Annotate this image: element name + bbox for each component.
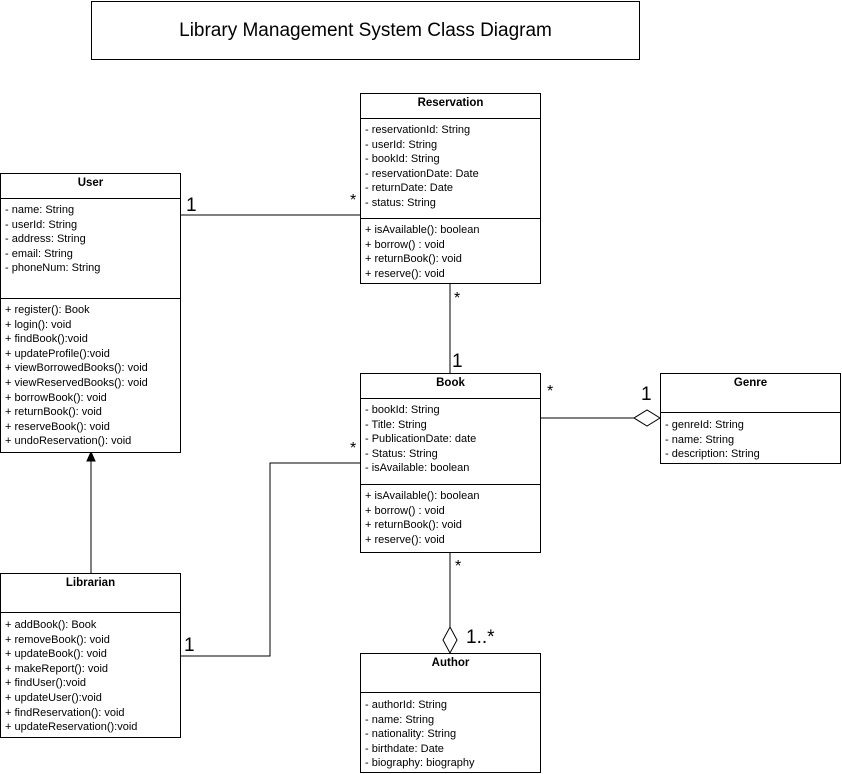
method-row: + findUser():void [5, 677, 87, 690]
attribute-row: - phoneNum: String [5, 262, 101, 275]
method-row: + returnBook(): void [365, 253, 462, 266]
attribute-row: - reservationDate: Date [365, 167, 479, 180]
multiplicity-book-genre-book: * [547, 383, 554, 400]
methods-section: + addBook(): Book + removeBook(): void +… [1, 613, 180, 735]
class-user[interactable]: User - name: String - userId: String - a… [0, 173, 181, 453]
method-row: + removeBook(): void [5, 633, 110, 646]
multiplicity-book-genre-genre: 1 [641, 384, 652, 405]
members-section: - authorId: String - name: String - nati… [361, 693, 540, 771]
attributes-section: - reservationId: String - userId: String… [361, 119, 540, 218]
class-name: Reservation [361, 94, 540, 119]
class-genre[interactable]: Genre - genreId: String - name: String -… [660, 373, 841, 464]
method-row: + viewBorrowedBooks(): void [5, 362, 148, 375]
class-name: Book [361, 374, 540, 399]
method-row: + borrow() : void [365, 238, 445, 251]
method-row: + reserve(): void [365, 533, 445, 546]
attribute-row: - bookId: String [365, 404, 440, 416]
method-row: + addBook(): Book [5, 619, 97, 631]
association-librarian-book [181, 462, 361, 657]
member-row: - birthdate: Date [365, 742, 444, 755]
member-row: - name: String [365, 713, 435, 726]
methods-section: + register(): Book + login(): void + fin… [1, 298, 180, 449]
aggregation-diamond-author [442, 625, 458, 655]
method-row: + borrow() : void [365, 504, 445, 517]
method-row: + updateReservation():void [5, 721, 138, 734]
attribute-row: - userId: String [365, 138, 438, 151]
method-row: + updateUser():void [5, 691, 102, 704]
attribute-row: - status: String [365, 196, 436, 209]
attribute-row: - reservationId: String [365, 124, 471, 136]
methods-section: + isAvailable(): boolean + borrow() : vo… [361, 484, 540, 547]
method-row: + undoReservation(): void [5, 435, 132, 448]
method-row: + returnBook(): void [5, 406, 102, 419]
member-row: - name: String [665, 433, 735, 446]
method-row: + reserve(): void [365, 267, 445, 280]
methods-section: + isAvailable(): boolean + borrow() : vo… [361, 218, 540, 281]
generalization-arrowhead [86, 450, 96, 462]
attribute-row: - name: String [5, 204, 75, 216]
attribute-row: - PublicationDate: date [365, 433, 477, 446]
diagram-title: Library Management System Class Diagram [91, 1, 640, 60]
multiplicity-book-author-book: * [455, 558, 462, 575]
aggregation-diamond-genre [633, 409, 661, 427]
class-name: Author [361, 654, 540, 693]
members-section: - genreId: String - name: String - descr… [661, 413, 840, 462]
attribute-row: - userId: String [5, 218, 78, 231]
class-name: Librarian [1, 574, 180, 613]
multiplicity-reservation-book-top: * [454, 290, 461, 307]
class-librarian[interactable]: Librarian + addBook(): Book + removeBook… [0, 573, 181, 738]
method-row: + updateProfile():void [5, 347, 110, 360]
method-row: + viewReservedBooks(): void [5, 376, 148, 389]
attribute-row: - Status: String [365, 447, 438, 460]
class-author[interactable]: Author - authorId: String - name: String… [360, 653, 541, 773]
method-row: + makeReport(): void [5, 662, 109, 675]
class-reservation[interactable]: Reservation - reservationId: String - us… [360, 93, 541, 284]
attributes-section: - name: String - userId: String - addres… [1, 199, 180, 298]
method-row: + borrowBook(): void [5, 391, 107, 404]
multiplicity-librarian-book-book: * [350, 440, 357, 457]
attribute-row: - address: String [5, 233, 86, 246]
attribute-row: - returnDate: Date [365, 182, 454, 195]
method-row: + returnBook(): void [365, 519, 462, 532]
member-row: - description: String [665, 448, 760, 461]
member-row: - genreId: String [665, 419, 744, 431]
multiplicity-librarian-book-librarian: 1 [184, 635, 195, 656]
multiplicity-user-side: 1 [186, 195, 197, 216]
multiplicity-book-author-author: 1..* [466, 627, 495, 648]
method-row: + findReservation(): void [5, 706, 125, 719]
class-name: User [1, 174, 180, 199]
class-name: Genre [661, 374, 840, 413]
method-row: + login(): void [5, 318, 72, 331]
method-row: + updateBook(): void [5, 648, 107, 661]
member-row: - nationality: String [365, 728, 457, 741]
multiplicity-reservation-book-bottom: 1 [452, 351, 463, 372]
attribute-row: - Title: String [365, 418, 427, 431]
attribute-row: - email: String [5, 247, 73, 260]
member-row: - biography: biography [365, 757, 475, 770]
attribute-row: - isAvailable: boolean [365, 462, 470, 475]
class-book[interactable]: Book - bookId: String - Title: String - … [360, 373, 541, 553]
method-row: + findBook():void [5, 333, 88, 346]
method-row: + isAvailable(): boolean [365, 224, 480, 236]
attribute-row: - bookId: String [365, 153, 440, 166]
multiplicity-reservation-side: * [350, 192, 357, 209]
method-row: + reserveBook(): void [5, 420, 110, 433]
attributes-section: - bookId: String - Title: String - Publi… [361, 399, 540, 484]
method-row: + register(): Book [5, 304, 90, 316]
method-row: + isAvailable(): boolean [365, 490, 480, 502]
member-row: - authorId: String [365, 699, 447, 711]
